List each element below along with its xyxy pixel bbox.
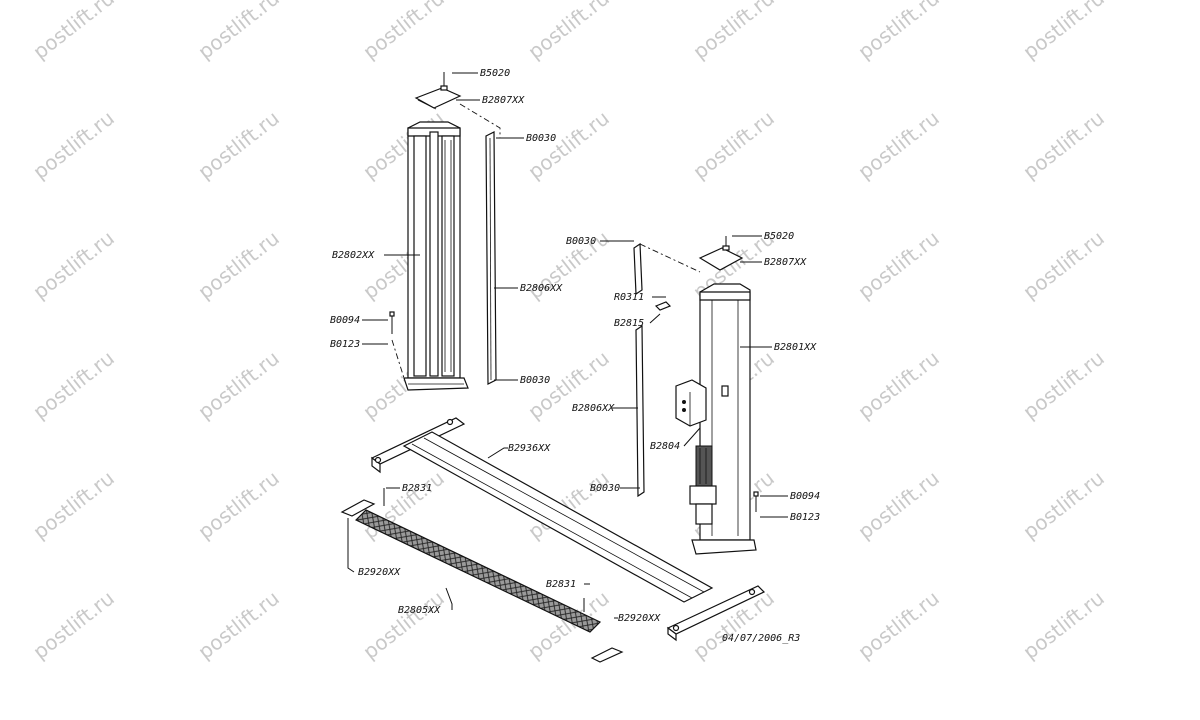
label-b0123-left: B0123 xyxy=(330,339,360,350)
watermark-layer: postlift.ru postlift.ru postlift.ru postlif… xyxy=(28,0,1108,664)
top-plate-left xyxy=(414,87,462,109)
watermark-text: postlift.ru xyxy=(1018,346,1108,424)
label-b2806-right: B2806XX xyxy=(572,403,615,414)
watermark-text: postlift.ru xyxy=(28,466,118,544)
label-b5020-left: B5020 xyxy=(480,68,510,79)
label-b0030-bottom-left: B0030 xyxy=(520,375,550,386)
watermark-text: postlift.ru xyxy=(853,346,943,424)
watermark-text: postlift.ru xyxy=(193,586,283,664)
label-b2802: B2802XX xyxy=(332,250,375,261)
watermark-text: postlift.ru xyxy=(28,586,118,664)
label-b2807-right: B2807XX xyxy=(764,257,807,268)
watermark-text: postlift.ru xyxy=(1018,0,1108,64)
label-b0094-right: B0094 xyxy=(790,491,820,502)
label-b2806-left: B2806XX xyxy=(520,283,563,294)
floor-cover-plate xyxy=(354,509,602,633)
watermark-text: postlift.ru xyxy=(853,226,943,304)
watermark-text: postlift.ru xyxy=(853,0,943,64)
label-b0123-right: B0123 xyxy=(790,512,820,523)
label-b2804: B2804 xyxy=(650,441,680,452)
right-column-assembly xyxy=(600,235,788,555)
base-plate-right xyxy=(691,539,757,555)
label-b2920-right: B2920XX xyxy=(618,613,661,624)
cover-strip-right-upper xyxy=(633,242,643,296)
watermark-text: postlift.ru xyxy=(853,106,943,184)
revision-date: 04/07/2006_R3 xyxy=(722,633,800,644)
label-b0030-bottom-right: B0030 xyxy=(590,483,620,494)
watermark-text: postlift.ru xyxy=(1018,466,1108,544)
ramp-end-left xyxy=(340,499,376,517)
watermark-text: postlift.ru xyxy=(688,106,778,184)
watermark-text: postlift.ru xyxy=(193,106,283,184)
watermark-text: postlift.ru xyxy=(688,0,778,64)
watermark-text: postlift.ru xyxy=(358,586,448,664)
label-b2831-bottom: B2831 xyxy=(546,579,576,590)
watermark-text: postlift.ru xyxy=(523,0,613,64)
watermark-text: postlift.ru xyxy=(1018,586,1108,664)
watermark-text: postlift.ru xyxy=(853,586,943,664)
watermark-text: postlift.ru xyxy=(28,0,118,64)
watermark-text: postlift.ru xyxy=(1018,106,1108,184)
watermark-text: postlift.ru xyxy=(193,226,283,304)
watermark-text: postlift.ru xyxy=(193,0,283,64)
label-b5020-right: B5020 xyxy=(764,231,794,242)
ramp-end-right xyxy=(590,647,624,663)
label-b0094-left: B0094 xyxy=(330,315,360,326)
cover-strip-right-lower xyxy=(635,324,645,498)
main-longitudinal-beam xyxy=(402,431,714,603)
label-b2936: B2936XX xyxy=(508,443,551,454)
floor-cover-assembly xyxy=(340,487,624,663)
pump-motor xyxy=(695,445,713,487)
watermark-text: postlift.ru xyxy=(523,106,613,184)
watermark-text: postlift.ru xyxy=(28,226,118,304)
watermark-text: postlift.ru xyxy=(28,346,118,424)
label-b2805: B2805XX xyxy=(398,605,441,616)
label-r0311: R0311 xyxy=(614,292,644,303)
watermark-text: postlift.ru xyxy=(193,466,283,544)
label-b0030-top-right: B0030 xyxy=(566,236,596,247)
watermark-text: postlift.ru xyxy=(1018,226,1108,304)
part-labels: B5020 B2807XX B0030 B2802XX B2806XX B009… xyxy=(330,68,820,644)
left-column-assembly xyxy=(362,72,524,391)
watermark-text: postlift.ru xyxy=(193,346,283,424)
base-frame-assembly xyxy=(370,417,766,642)
control-box xyxy=(675,379,707,427)
watermark-text: postlift.ru xyxy=(853,466,943,544)
clip-r0311 xyxy=(654,301,672,311)
label-b2801: B2801XX xyxy=(774,342,817,353)
label-b2807-left: B2807XX xyxy=(482,95,525,106)
label-b2920-left: B2920XX xyxy=(358,567,401,578)
watermark-text: postlift.ru xyxy=(358,0,448,64)
watermark-text: postlift.ru xyxy=(28,106,118,184)
top-plate-right xyxy=(698,247,744,271)
label-b2831-top: B2831 xyxy=(402,483,432,494)
bolt-left xyxy=(440,85,448,91)
label-b2815: B2815 xyxy=(614,318,644,329)
label-b0030-top-left: B0030 xyxy=(526,133,556,144)
